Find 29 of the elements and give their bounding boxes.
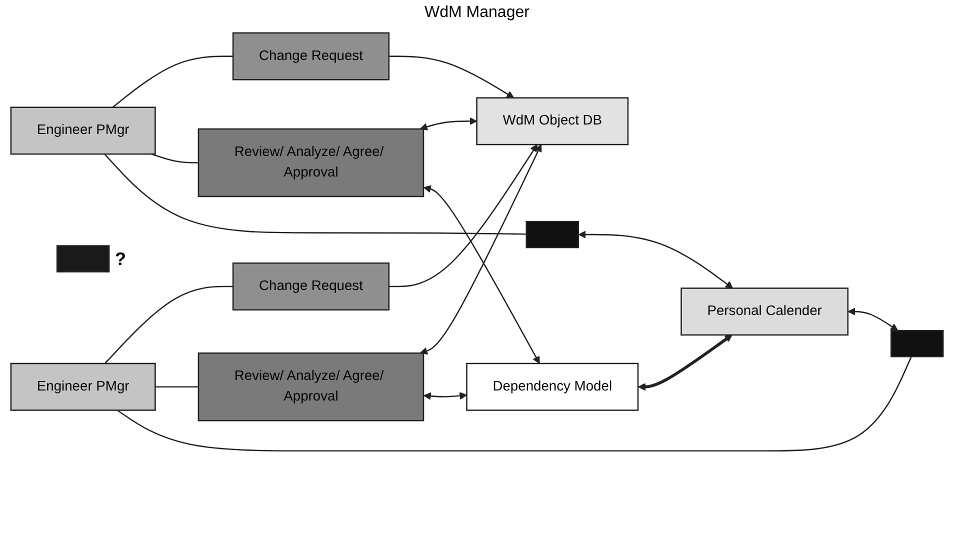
arrow bbox=[638, 334, 732, 391]
node-box: Engineer PMgr bbox=[10, 362, 156, 411]
arrow bbox=[423, 392, 468, 400]
connector bbox=[116, 356, 912, 452]
node-box: WdM Object DB bbox=[476, 97, 629, 146]
arrow bbox=[388, 144, 538, 288]
node-box: Review/ Analyze/ Agree/ Approval bbox=[198, 128, 424, 198]
node-box bbox=[526, 220, 579, 248]
node-box: Dependency Model bbox=[466, 362, 639, 411]
arrow bbox=[420, 117, 478, 130]
connector bbox=[112, 56, 234, 108]
connector bbox=[151, 153, 198, 164]
node-box: Review/ Analyze/ Agree/ Approval bbox=[198, 352, 424, 422]
node-box: Engineer PMgr bbox=[10, 106, 156, 155]
arrow bbox=[423, 185, 540, 364]
arrow bbox=[848, 308, 898, 331]
connector bbox=[104, 154, 526, 235]
node-box bbox=[890, 330, 944, 358]
connector bbox=[155, 386, 198, 388]
node-box: Change Request bbox=[232, 262, 390, 310]
node-note: ? bbox=[115, 248, 126, 270]
arrow bbox=[578, 230, 734, 289]
node-box bbox=[56, 245, 110, 272]
arrow bbox=[420, 144, 542, 355]
node-box: Personal Calender bbox=[680, 288, 849, 336]
diagram-heading: WdM Manager bbox=[424, 4, 530, 21]
arrow bbox=[388, 56, 514, 98]
connector bbox=[104, 286, 234, 364]
node-box: Change Request bbox=[232, 32, 390, 80]
